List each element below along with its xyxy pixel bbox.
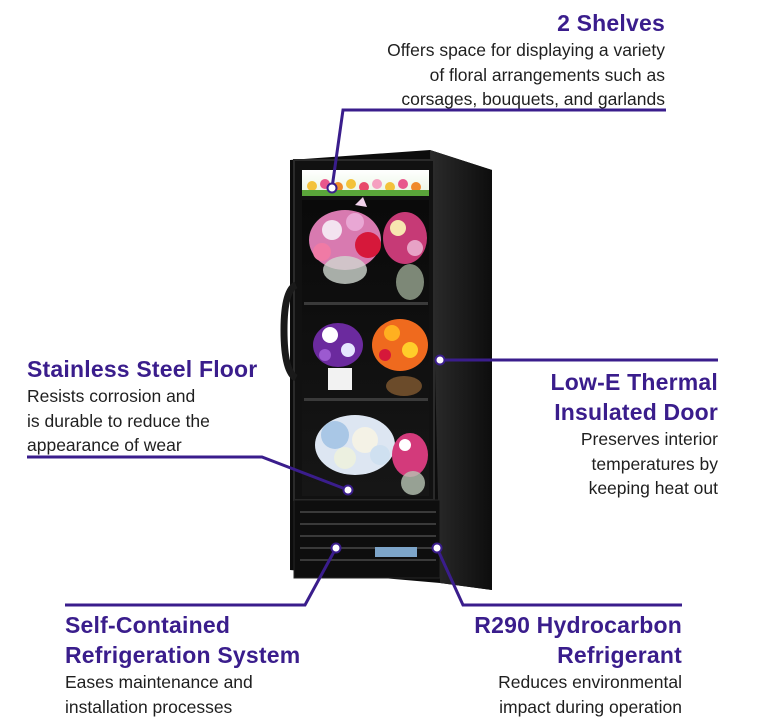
callout-line: Resists corrosion and [27,386,196,406]
callout-title: Self-Contained [65,612,231,638]
callout-line: Eases maintenance and [65,672,253,692]
cooler-cabinet [280,150,492,590]
brand-badge [375,547,417,557]
callout-title: Refrigeration System [65,642,301,668]
callout-line: Reduces environmental [498,672,682,692]
callout-r290: R290 Hydrocarbon Refrigerant Reduces env… [422,610,682,719]
bottom-shelf-arrangements [315,415,428,495]
callout-line: impact during operation [499,696,682,717]
door-handle [280,281,299,382]
shelf-lower [304,398,428,401]
callout-line: corsages, bouquets, and garlands [401,89,665,109]
callout-line: temperatures by [591,453,718,474]
callout-title: R290 Hydrocarbon [474,612,682,638]
callout-line: is durable to reduce the [27,410,210,431]
callout-floor: Stainless Steel Floor Resists corrosion … [27,354,287,458]
callout-title: Insulated Door [554,399,718,425]
callout-title: 2 Shelves [557,10,665,36]
shelf-upper [304,302,428,305]
callout-line: Preserves interior [580,429,718,449]
callout-shelves: 2 Shelves Offers space for displaying a … [285,8,665,112]
callout-title: Low-E Thermal [550,369,718,395]
upper-shelf-arrangements [309,197,427,300]
callout-door: Low-E Thermal Insulated Door Preserves i… [488,367,718,501]
callout-line: appearance of wear [27,435,182,455]
callout-title: Stainless Steel Floor [27,356,258,382]
callout-leader-lines [27,108,718,607]
callout-refrigeration: Self-Contained Refrigeration System Ease… [65,610,365,719]
callout-line: of floral arrangements such as [429,64,665,85]
callout-line: keeping heat out [588,478,718,498]
callout-dots [326,182,446,554]
middle-shelf-arrangements [313,319,428,396]
callout-line: Offers space for displaying a variety [387,40,665,60]
callout-title: Refrigerant [557,642,682,668]
callout-line: installation processes [65,696,233,717]
